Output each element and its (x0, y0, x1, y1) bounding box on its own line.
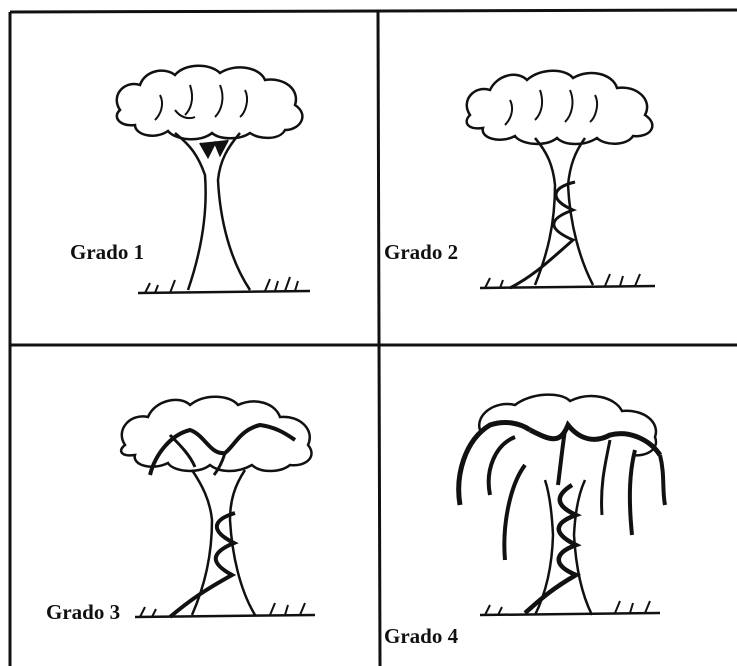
label-grado-4: Grado 4 (384, 624, 458, 649)
label-grado-1: Grado 1 (70, 240, 144, 265)
label-grado-3: Grado 3 (46, 600, 120, 625)
tree-grado-4-illustration (450, 385, 680, 630)
tree-grado-3-illustration (110, 385, 330, 630)
tree-grado-2-illustration (455, 60, 665, 300)
tree-grado-1-illustration (100, 55, 330, 305)
label-grado-2: Grado 2 (384, 240, 458, 265)
